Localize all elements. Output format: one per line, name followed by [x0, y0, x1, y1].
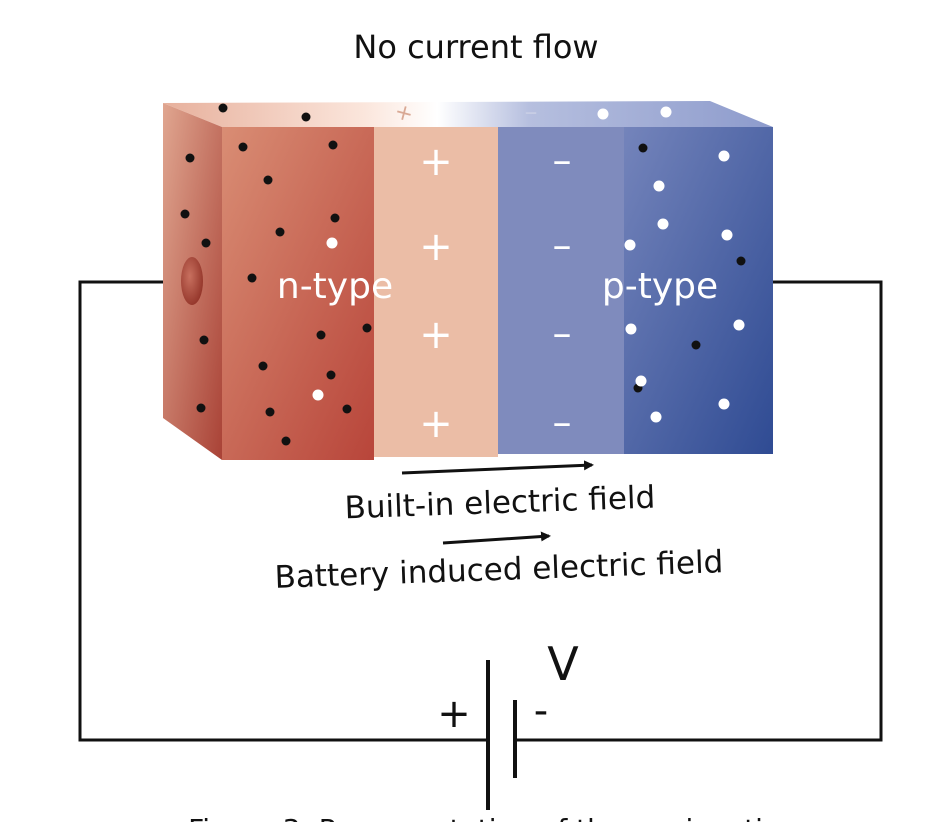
electron-dot — [342, 404, 352, 414]
hole-dot — [653, 180, 665, 192]
hole-group — [312, 106, 745, 423]
hole-dot — [650, 411, 662, 423]
hole-dot — [660, 106, 672, 118]
electron-dot — [316, 330, 326, 340]
electron-dot — [263, 175, 273, 185]
electron-dot — [275, 227, 285, 237]
p-depletion-region — [498, 127, 624, 454]
electron-dot — [218, 103, 228, 113]
hole-dot — [326, 237, 338, 249]
negative-ion-symbol: – — [553, 400, 572, 444]
hole-dot — [624, 239, 636, 251]
hole-dot — [635, 375, 647, 387]
electron-dot — [247, 273, 257, 283]
hole-dot — [312, 389, 324, 401]
electron-dot — [258, 361, 268, 371]
electron-dot — [196, 403, 206, 413]
negative-ion-symbol: – — [553, 138, 572, 182]
hole-dot — [718, 398, 730, 410]
circuit-wire-left — [78, 280, 488, 742]
battery-minus-label: - — [534, 688, 548, 734]
electron-dot — [185, 153, 195, 163]
p-region — [624, 127, 773, 454]
n-type-label: n-type — [277, 266, 393, 307]
metal-contact — [181, 257, 203, 305]
hole-dot — [625, 323, 637, 335]
positive-ion-symbol: + — [419, 224, 453, 270]
hole-dot — [733, 319, 745, 331]
electron-dot — [638, 143, 648, 153]
positive-ion-symbol: + — [419, 139, 453, 185]
electron-dot — [238, 142, 248, 152]
positive-ion-symbol: + — [419, 401, 453, 447]
battery-field-label: Battery induced electric field — [274, 544, 724, 596]
hole-dot — [657, 218, 669, 230]
electron-dot — [330, 213, 340, 223]
p-type-label: p-type — [602, 266, 718, 307]
electron-dot — [201, 238, 211, 248]
positive-ion-symbol: + — [419, 312, 453, 358]
builtin-field-label: Built-in electric field — [344, 480, 656, 527]
electron-dot — [180, 209, 190, 219]
electron-dot — [328, 140, 338, 150]
negative-ion-symbol: – — [553, 311, 572, 355]
hole-dot — [718, 150, 730, 162]
electron-dot — [691, 340, 701, 350]
block-top-face — [163, 101, 773, 127]
positive-ion-group: + + + + — [419, 139, 453, 447]
builtin-field-arrow — [401, 460, 594, 475]
figure-caption: Figure 3: Representation of the p-n junc… — [188, 813, 798, 822]
circuit-wire-right — [515, 280, 883, 742]
hole-dot — [597, 108, 609, 120]
electron-dot — [301, 112, 311, 122]
battery-voltage-label: V — [547, 637, 579, 691]
electron-dot — [199, 335, 209, 345]
hole-dot — [721, 229, 733, 241]
n-depletion-region — [374, 127, 498, 457]
electron-dot — [265, 407, 275, 417]
diagram-title: No current flow — [353, 28, 598, 66]
n-region — [222, 127, 374, 460]
negative-ion-symbol: – — [553, 223, 572, 267]
electron-dot — [326, 370, 336, 380]
battery-field-arrow — [442, 531, 551, 545]
negative-ion-group: – – – – — [553, 138, 572, 444]
top-face-minus-symbol: – — [525, 97, 538, 127]
electron-dot — [281, 436, 291, 446]
electron-group — [180, 103, 746, 446]
electron-dot — [362, 323, 372, 333]
battery-plus-label: + — [437, 691, 471, 737]
electron-dot — [736, 256, 746, 266]
